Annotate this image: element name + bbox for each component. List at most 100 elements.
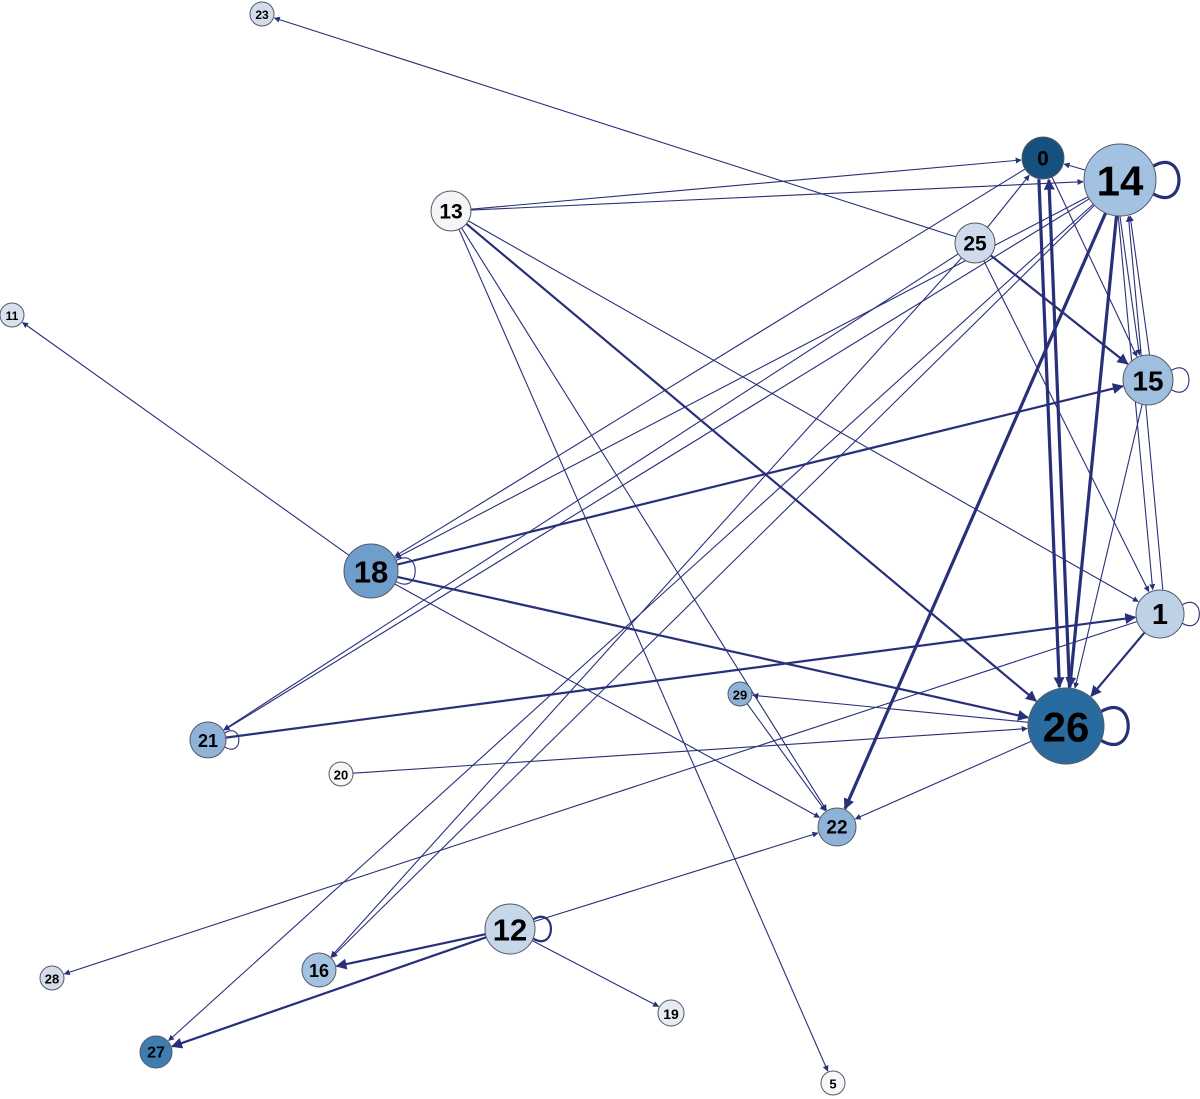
node-14: 14 (1083, 143, 1157, 217)
edge-0-to-26 (1037, 179, 1065, 689)
node-circle-26 (1027, 687, 1105, 765)
node-label-14: 14 (1097, 158, 1144, 205)
node-28: 28 (39, 965, 65, 991)
node-label-16: 16 (309, 961, 329, 981)
node-circle-25 (954, 222, 996, 264)
edge-1-to-28 (63, 620, 1138, 976)
edge-14-to-26 (1065, 215, 1119, 689)
node-label-11: 11 (6, 309, 19, 323)
node-16: 16 (301, 952, 337, 988)
node-circle-27 (139, 1035, 173, 1069)
node-0: 0 (1021, 136, 1065, 180)
node-11: 11 (0, 302, 25, 328)
node-circle-14 (1083, 143, 1157, 217)
edge-14-to-16 (331, 204, 1095, 958)
edge-12-to-27 (171, 936, 487, 1049)
node-circle-1 (1135, 589, 1185, 639)
node-label-27: 27 (147, 1045, 165, 1062)
edge-14-to-27 (168, 203, 1094, 1042)
node-25: 25 (954, 222, 996, 264)
node-15: 15 (1122, 354, 1174, 406)
node-12: 12 (484, 903, 536, 955)
edge-25-to-0 (987, 174, 1030, 228)
edge-15-to-26 (1073, 404, 1143, 689)
self-loop-26 (1100, 706, 1130, 746)
node-label-28: 28 (45, 972, 59, 987)
node-label-25: 25 (963, 233, 987, 256)
edge-14-to-21 (223, 198, 1090, 731)
edges-layer (22, 16, 1164, 1072)
edge-14-to-22 (843, 212, 1108, 810)
edge-13-to-22 (461, 227, 827, 811)
node-13: 13 (430, 190, 472, 232)
edge-29-to-22 (746, 703, 826, 812)
edge-15-to-14 (1127, 215, 1151, 355)
node-22: 22 (817, 807, 857, 847)
edge-12-to-16 (335, 933, 486, 970)
edge-18-to-11 (22, 322, 350, 556)
node-circle-12 (484, 903, 536, 955)
node-label-5: 5 (829, 1077, 836, 1092)
edge-25-to-23 (273, 16, 957, 238)
node-27: 27 (139, 1035, 173, 1069)
edge-12-to-19 (531, 940, 660, 1007)
node-label-0: 0 (1037, 148, 1049, 171)
node-circle-19 (657, 999, 685, 1027)
edge-18-to-22 (394, 583, 821, 818)
node-1: 1 (1135, 589, 1185, 639)
edge-14-to-0 (1063, 162, 1086, 171)
node-circle-18 (343, 543, 399, 599)
edge-18-to-26 (397, 575, 1029, 721)
self-loop-18 (395, 557, 416, 585)
node-label-15: 15 (1132, 366, 1163, 397)
node-circle-0 (1021, 136, 1065, 180)
edge-1-to-26 (1090, 631, 1146, 697)
edge-13-to-14 (470, 178, 1084, 211)
node-label-19: 19 (663, 1006, 679, 1022)
edge-26-to-22 (854, 740, 1032, 820)
edge-14-to-1 (1117, 216, 1156, 591)
node-label-13: 13 (439, 201, 462, 224)
edge-25-to-16 (330, 257, 963, 958)
node-circle-29 (727, 681, 753, 707)
self-loop-14 (1152, 160, 1181, 200)
edge-13-to-1 (468, 220, 1139, 603)
edge-25-to-21 (223, 253, 959, 731)
node-19: 19 (657, 999, 685, 1027)
edge-18-to-15 (396, 383, 1124, 566)
node-label-26: 26 (1043, 704, 1090, 751)
node-label-12: 12 (493, 913, 527, 948)
edge-13-to-26 (465, 222, 1037, 702)
node-label-21: 21 (198, 731, 218, 751)
node-21: 21 (189, 721, 227, 759)
node-label-1: 1 (1152, 599, 1168, 631)
node-label-23: 23 (255, 8, 269, 22)
node-label-22: 22 (826, 818, 847, 839)
node-circle-28 (39, 965, 65, 991)
node-circle-23 (249, 1, 275, 27)
node-label-29: 29 (733, 688, 747, 703)
node-23: 23 (249, 1, 275, 27)
edge-25-to-1 (983, 260, 1150, 593)
edge-0-to-15 (1051, 176, 1138, 358)
node-circle-22 (817, 807, 857, 847)
edge-13-to-0 (470, 157, 1022, 210)
node-circle-21 (189, 721, 227, 759)
edge-20-to-26 (352, 725, 1028, 774)
edge-26-to-0 (1043, 178, 1072, 688)
node-circle-20 (328, 761, 354, 787)
node-20: 20 (328, 761, 354, 787)
self-loop-12 (532, 915, 552, 943)
node-circle-16 (301, 952, 337, 988)
node-29: 29 (727, 681, 753, 707)
node-circle-11 (0, 302, 25, 328)
self-loops-layer (224, 160, 1200, 943)
node-circle-13 (430, 190, 472, 232)
self-loop-1 (1181, 601, 1200, 627)
node-circle-15 (1122, 354, 1174, 406)
edge-21-to-1 (225, 613, 1137, 739)
node-18: 18 (343, 543, 399, 599)
edge-12-to-22 (533, 831, 819, 923)
